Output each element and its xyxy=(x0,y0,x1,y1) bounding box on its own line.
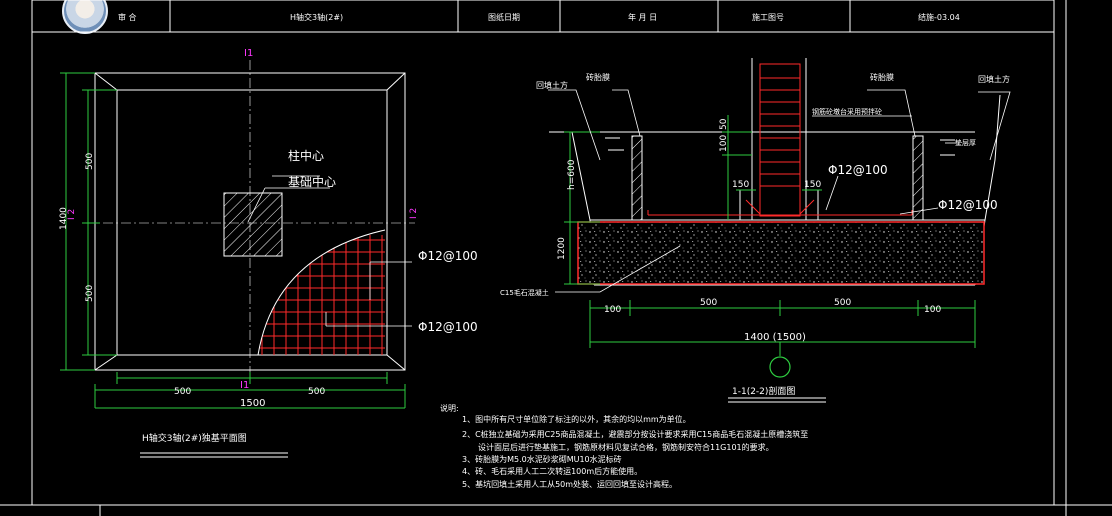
pier-rebar xyxy=(647,63,913,217)
dim-total: 1400 (1500) xyxy=(744,332,806,343)
notes-block: 说明: 1、图中所有尺寸单位除了标注的以外，其余的均以mm为单位。 2、C桩独立… xyxy=(440,403,808,489)
note-item: 3、砖胎膜为M5.0水泥砂浆砌MU10水泥标砖 xyxy=(462,454,622,464)
note-item: 1、图中所有尺寸单位除了标注的以外，其余的均以mm为单位。 xyxy=(462,414,691,424)
dim-bottom-right: 500 xyxy=(308,387,325,397)
dim-left-upper: 500 xyxy=(85,153,95,170)
title-label-1: 审 合 xyxy=(118,12,137,22)
label-backfill-left: 回填土方 xyxy=(536,80,568,90)
title-label-no: 施工图号 xyxy=(752,12,784,22)
brick-wall-right xyxy=(912,135,924,221)
dim-1200: 1200 xyxy=(557,237,567,260)
notes-heading: 说明: xyxy=(440,403,459,413)
label-backfill-right: 回填土方 xyxy=(978,74,1010,84)
label-cushion-right: 垫层厚 xyxy=(955,138,976,147)
section-dim-lines xyxy=(564,115,976,356)
dim-100-left: 100 xyxy=(604,305,621,315)
plan-rebar-1: Φ12@100 xyxy=(418,249,478,263)
dim-bottom-left: 500 xyxy=(174,387,191,397)
section-mark-top: I1 xyxy=(244,48,253,59)
drawing-number: 结施-03.04 xyxy=(918,12,960,22)
drawing-name: H轴交3轴(2#) xyxy=(290,12,343,22)
note-item: 2、C桩独立基础为采用C25商品混凝土，避震部分按设计要求采用C15商品毛石混凝… xyxy=(462,429,808,439)
column-section xyxy=(223,192,283,257)
section-rebar-upper: Φ12@100 xyxy=(828,163,888,177)
label-pier-note: 钢筋砼墩台采用预拌砼 xyxy=(812,107,882,116)
plan-dim-lines xyxy=(60,72,406,409)
dim-50: 50 xyxy=(719,118,729,130)
label-column-center: 柱中心 xyxy=(288,148,324,163)
user-avatar xyxy=(62,0,108,34)
dim-100-right: 100 xyxy=(924,305,941,315)
label-foundation-center: 基础中心 xyxy=(288,174,336,189)
dim-150-right: 150 xyxy=(804,180,821,190)
dim-h: h=600 xyxy=(567,159,577,190)
note-item: 设计面层后进行垫基施工，钢筋原材料见复试合格，钢筋制安符合11G101的要求。 xyxy=(478,442,774,452)
plan-view xyxy=(60,60,415,409)
plan-caption: H轴交3轴(2#)独基平面图 xyxy=(142,432,247,444)
concrete-cushion xyxy=(577,221,985,285)
dim-bottom-total: 1500 xyxy=(240,398,265,409)
dim-500-left: 500 xyxy=(700,298,717,308)
section-mark-right: I 2 xyxy=(409,208,419,219)
section-caption: 1-1(2-2)剖面图 xyxy=(732,385,795,397)
section-view xyxy=(548,58,1011,403)
note-item: 4、砖、毛石采用人工二次转运100m后方能使用。 xyxy=(462,466,642,476)
date-value: 年 月 日 xyxy=(628,12,657,22)
dim-100: 100 xyxy=(719,135,729,152)
title-label-date: 图纸日期 xyxy=(488,12,520,22)
section-mark-left: I 2 xyxy=(67,209,77,220)
dim-150-left: 150 xyxy=(732,180,749,190)
dim-left-lower: 500 xyxy=(85,285,95,302)
label-brick-left: 砖胎膜 xyxy=(586,72,610,82)
label-concrete: C15毛石混凝土 xyxy=(500,288,549,297)
dim-500-right: 500 xyxy=(834,298,851,308)
dim-left-total: 1400 xyxy=(59,207,69,230)
plan-rebar-2: Φ12@100 xyxy=(418,320,478,334)
note-item: 5、基坑回填土采用人工从50m处装、运回回填至设计高程。 xyxy=(462,479,677,489)
brick-wall-left xyxy=(631,135,643,221)
section-mark-bottom: I1 xyxy=(240,380,249,391)
label-brick-right: 砖胎膜 xyxy=(870,72,894,82)
section-rebar-lower: Φ12@100 xyxy=(938,198,998,212)
